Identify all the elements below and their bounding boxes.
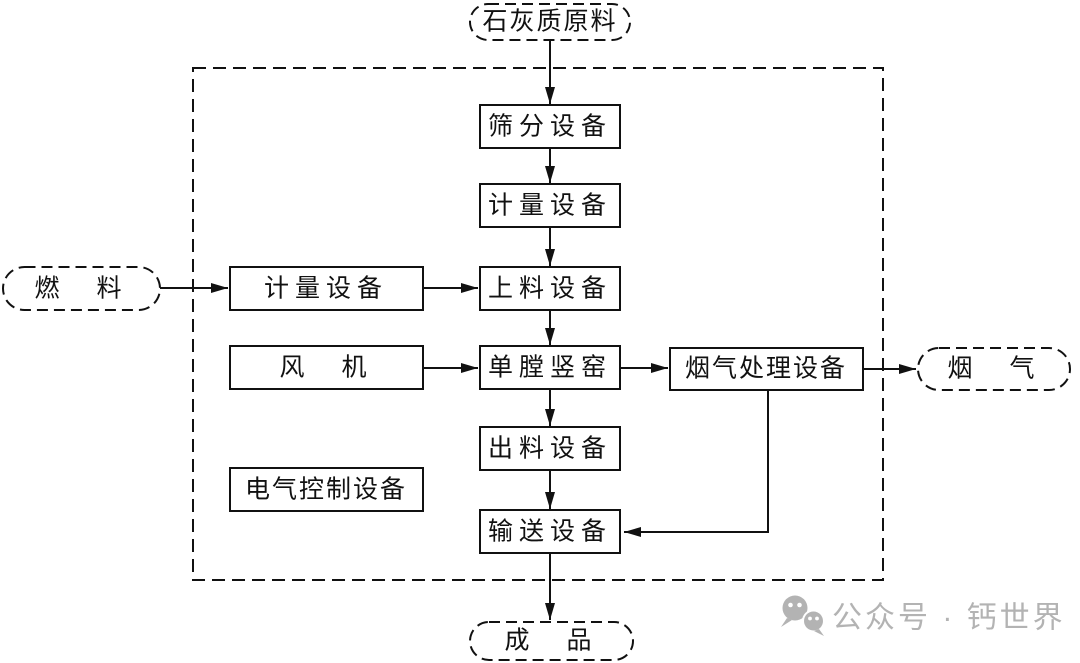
system-boundary — [192, 67, 884, 581]
node-electric-control-label: 电气控制设备 — [245, 476, 407, 504]
node-screening-box — [479, 104, 621, 149]
node-discharge-box — [479, 426, 621, 471]
node-fan-label: 风 机 — [279, 354, 372, 382]
node-conveying-box — [479, 509, 621, 554]
node-kiln-box — [479, 345, 621, 390]
node-product-label: 成 品 — [504, 627, 597, 655]
node-metering-left-label: 计量设备 — [264, 275, 388, 303]
node-fuel-label: 燃 料 — [34, 275, 127, 303]
node-limestone-shape — [469, 3, 631, 41]
node-feeding-box — [479, 266, 621, 311]
node-fan-box — [229, 345, 424, 390]
node-kiln-label: 单膛竖窑 — [488, 354, 612, 382]
node-feeding-label: 上料设备 — [488, 275, 612, 303]
node-screening-label: 筛分设备 — [488, 113, 612, 141]
node-metering-top-box — [479, 183, 621, 228]
node-metering-top-label: 计量设备 — [488, 192, 612, 220]
node-metering-left-box — [229, 266, 424, 311]
node-conveying-label: 输送设备 — [488, 518, 612, 546]
node-gas-treatment-label: 烟气处理设备 — [685, 355, 847, 383]
watermark-text: 公众号 · 钙世界 — [832, 602, 1066, 635]
node-product-shape — [469, 621, 634, 661]
node-gas-treatment-box — [669, 347, 864, 391]
arrow-gas-treatment-to-conveying — [624, 390, 769, 537]
node-electric-control-box — [229, 467, 424, 512]
node-fuel-shape — [2, 266, 161, 311]
node-flue-gas-label: 烟 气 — [947, 355, 1040, 383]
node-limestone-label: 石灰质原料 — [482, 8, 617, 36]
node-flue-gas-shape — [917, 347, 1071, 391]
wechat-icon — [781, 595, 825, 636]
node-discharge-label: 出料设备 — [488, 435, 612, 463]
